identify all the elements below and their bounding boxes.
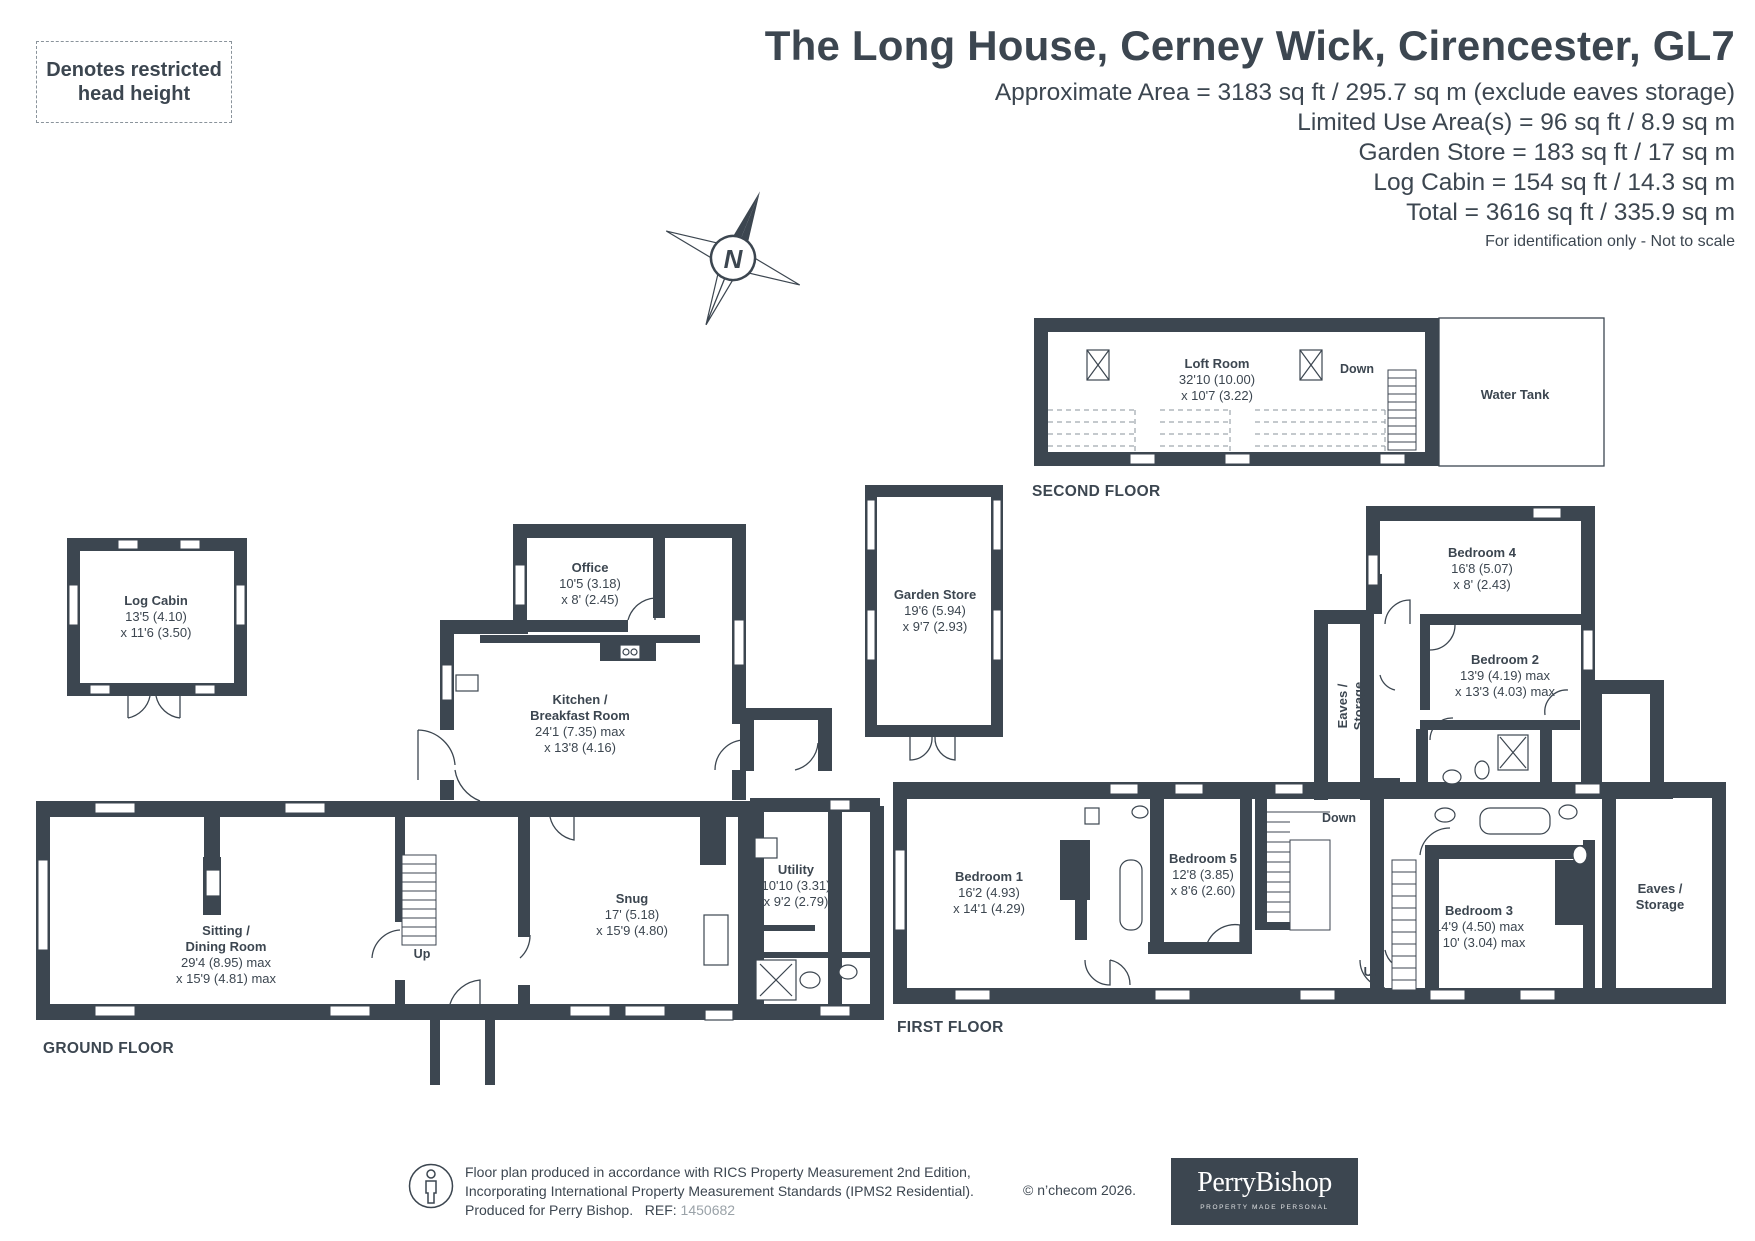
second-floor-label: SECOND FLOOR <box>1032 483 1161 500</box>
area-total: Total = 3616 sq ft / 335.9 sq m <box>1406 199 1735 226</box>
stair-first-up: Up <box>1363 965 1381 979</box>
water-tank-outline <box>1438 317 1605 467</box>
room-kitchen: Kitchen / Breakfast Room 24'1 (7.35) max… <box>530 692 630 755</box>
perry-bishop-logo: PerryBishop PROPERTY MADE PERSONAL <box>1171 1158 1358 1225</box>
copyright: © n’checom 2026. <box>1023 1182 1137 1198</box>
stair-ground-up: Up <box>413 947 431 961</box>
room-garden-store: Garden Store 19'6 (5.94) x 9'7 (2.93) <box>893 587 977 634</box>
property-title: The Long House, Cerney Wick, Cirencester… <box>764 22 1735 69</box>
room-bedroom-4: Bedroom 4 16'8 (5.07) x 8' (2.43) <box>1448 545 1516 592</box>
legend-line-1: Denotes restricted <box>46 59 222 81</box>
stair-treads <box>402 377 1416 981</box>
room-utility: Utility 10'10 (3.31) x 9'2 (2.79) <box>761 862 831 909</box>
room-sitting-dining: Sitting / Dining Room 29'4 (8.95) max x … <box>175 923 277 986</box>
brand-name: PerryBishop <box>1197 1167 1332 1198</box>
reference-number: 1450682 <box>680 1202 736 1218</box>
doors <box>127 597 1569 1005</box>
compass-icon: N <box>665 191 801 326</box>
scale-note: For identification only - Not to scale <box>1485 233 1735 250</box>
compass-north-letter: N <box>724 244 744 274</box>
room-office: Office 10'5 (3.18) x 8' (2.45) <box>559 560 621 607</box>
skylights <box>1086 349 1323 381</box>
room-bedroom-5: Bedroom 5 12'8 (3.85) x 8'6 (2.60) <box>1169 851 1237 898</box>
room-bedroom-2: Bedroom 2 13'9 (4.19) max x 13'3 (4.03) … <box>1454 652 1556 699</box>
room-eaves-storage-right: Eaves / Storage <box>1635 881 1685 912</box>
person-icon <box>408 1163 454 1209</box>
room-eaves-storage-left: Eaves / Storage <box>1335 681 1366 731</box>
room-loft: Loft Room 32'10 (10.00) x 10'7 (3.22) <box>1178 356 1256 403</box>
stair-first-down: Down <box>1321 811 1357 825</box>
footer: Floor plan produced in accordance with R… <box>408 1163 1218 1223</box>
area-limited-use: Limited Use Area(s) = 96 sq ft / 8.9 sq … <box>1297 109 1735 136</box>
fixtures <box>205 644 1588 1021</box>
room-bedroom-3: Bedroom 3 14'9 (4.50) max x 10' (3.04) m… <box>1432 903 1526 950</box>
room-snug: Snug 17' (5.18) x 15'9 (4.80) <box>596 891 668 938</box>
ground-floor-label: GROUND FLOOR <box>43 1040 175 1057</box>
property-header: The Long House, Cerney Wick, Cirencester… <box>765 22 1735 251</box>
area-approximate: Approximate Area = 3183 sq ft / 295.7 sq… <box>994 79 1735 106</box>
stair-loft-down: Down <box>1339 362 1375 376</box>
first-floor-label: FIRST FLOOR <box>897 1019 1004 1036</box>
restricted-height-legend: Denotes restricted head height <box>36 41 232 123</box>
room-log-cabin: Log Cabin 13'5 (4.10) x 11'6 (3.50) <box>120 593 192 640</box>
area-garden-store: Garden Store = 183 sq ft / 17 sq m <box>1358 139 1735 166</box>
rics-statement: Floor plan produced in accordance with R… <box>465 1164 974 1218</box>
area-log-cabin: Log Cabin = 154 sq ft / 14.3 sq m <box>1373 169 1735 196</box>
windows <box>37 453 1601 1017</box>
legend-line-2: head height <box>77 83 191 105</box>
room-water-tank: Water Tank <box>1480 387 1550 402</box>
restricted-head-height-zones <box>1048 409 1386 452</box>
brand-tagline: PROPERTY MADE PERSONAL <box>1200 1204 1329 1211</box>
room-bedroom-1: Bedroom 1 16'2 (4.93) x 14'1 (4.29) <box>953 869 1025 916</box>
